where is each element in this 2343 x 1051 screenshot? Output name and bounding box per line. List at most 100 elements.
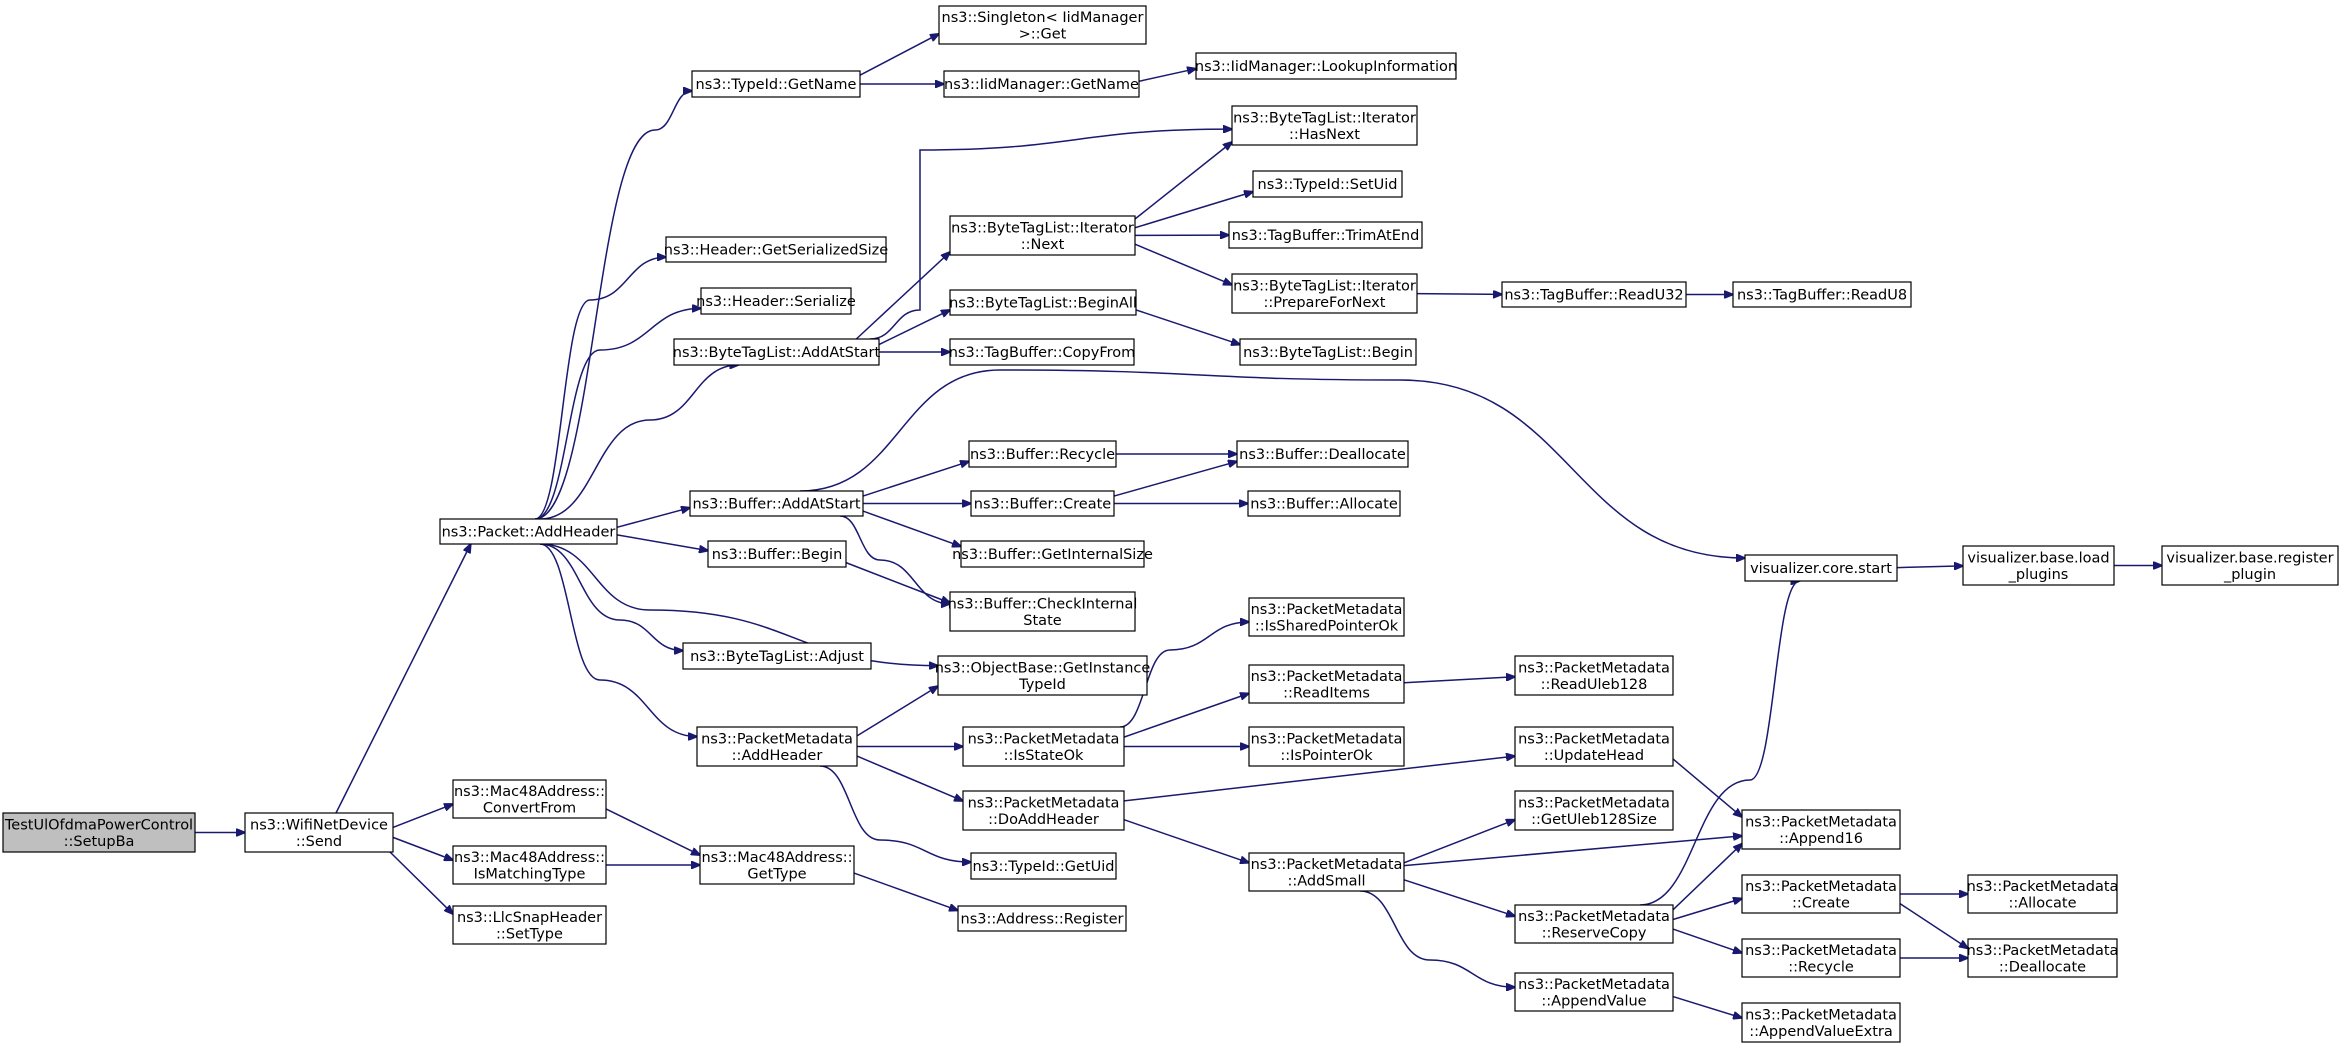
node-buf_dealloc[interactable]: ns3::Buffer::Deallocate (1236, 440, 1409, 468)
node-lookupinfo[interactable]: ns3::IidManager::LookupInformation (1195, 52, 1457, 80)
node-buf_recycle[interactable]: ns3::Buffer::Recycle (968, 440, 1117, 468)
node-getinternalsize[interactable]: ns3::Buffer::GetInternalSize (952, 540, 1153, 568)
node-box (1239, 338, 1417, 366)
node-buf_create[interactable]: ns3::Buffer::Create (970, 490, 1115, 517)
node-getuleb128size[interactable]: ns3::PacketMetadata::GetUleb128Size (1514, 790, 1674, 831)
node-setuid[interactable]: ns3::TypeId::SetUid (1252, 170, 1403, 198)
node-ismatching[interactable]: ns3::Mac48Address::IsMatchingType (452, 845, 607, 885)
node-it_next[interactable]: ns3::ByteTagList::Iterator::Next (949, 215, 1136, 256)
node-pm_recycle[interactable]: ns3::PacketMetadata::Recycle (1741, 938, 1901, 978)
node-label: ns3::ByteTagList::Iterator (1233, 278, 1416, 294)
edge-pm_create-to-pm_dealloc (1899, 902, 1968, 949)
edge-send-to-settype (389, 851, 453, 914)
node-appendvalue[interactable]: ns3::PacketMetadata::AppendValue (1514, 972, 1674, 1012)
node-label: ns3::Buffer::Create (974, 497, 1112, 513)
node-label: ns3::Address::Register (961, 912, 1124, 928)
node-label: ns3::PacketMetadata (1518, 731, 1670, 747)
node-issharedptrok[interactable]: ns3::PacketMetadata::IsSharedPointerOk (1248, 597, 1405, 637)
node-label: ::Deallocate (1999, 959, 2086, 975)
node-settype[interactable]: ns3::LlcSnapHeader::SetType (452, 905, 607, 945)
node-readuleb[interactable]: ns3::PacketMetadata::ReadUleb128 (1514, 655, 1674, 696)
node-buf_alloc[interactable]: ns3::Buffer::Allocate (1247, 490, 1401, 517)
node-label: ns3::LlcSnapHeader (457, 910, 602, 926)
node-prepfornext[interactable]: ns3::ByteTagList::Iterator::PrepareForNe… (1231, 273, 1418, 314)
node-label: ns3::PacketMetadata (1518, 660, 1670, 676)
node-singleton_get[interactable]: ns3::Singleton< IidManager >::Get (938, 5, 1147, 45)
node-register[interactable]: ns3::Address::Register (957, 905, 1127, 932)
node-label: State (1023, 613, 1061, 629)
node-label: ::DoAddHeader (988, 812, 1099, 828)
node-convertfrom[interactable]: ns3::Mac48Address::ConvertFrom (452, 779, 607, 819)
node-buf_addatstart[interactable]: ns3::Buffer::AddAtStart (689, 490, 864, 517)
node-label: ::Append16 (1779, 831, 1863, 847)
node-box (970, 852, 1117, 880)
node-reservecopy[interactable]: ns3::PacketMetadata::ReserveCopy (1514, 904, 1674, 944)
node-box (689, 490, 864, 517)
node-addsmall[interactable]: ns3::PacketMetadata::AddSmall (1248, 852, 1405, 892)
node-box (1252, 170, 1403, 198)
edge-pm_addheader-to-typeid_getuid (819, 765, 971, 862)
edge-reservecopy-to-viz_start (1639, 581, 1800, 906)
node-send[interactable]: ns3::WifiNetDevice::Send (244, 812, 394, 853)
node-typeid_getname[interactable]: ns3::TypeId::GetName (691, 70, 861, 98)
node-label: ns3::TagBuffer::ReadU8 (1737, 288, 1907, 304)
node-trimatend[interactable]: ns3::TagBuffer::TrimAtEnd (1228, 221, 1423, 249)
edge-it_next-to-it_hasnext (1134, 142, 1232, 220)
node-typeid_getuid[interactable]: ns3::TypeId::GetUid (970, 852, 1117, 880)
node-getserializedsize[interactable]: ns3::Header::GetSerializedSize (664, 236, 889, 263)
node-box (1514, 726, 1674, 767)
node-label: ::AddHeader (732, 748, 823, 764)
node-pm_addheader[interactable]: ns3::PacketMetadata::AddHeader (696, 726, 858, 767)
node-pm_allocate[interactable]: ns3::PacketMetadata::Allocate (1967, 874, 2119, 914)
node-copyfrom[interactable]: ns3::TagBuffer::CopyFrom (949, 338, 1136, 366)
node-readu32[interactable]: ns3::TagBuffer::ReadU32 (1501, 281, 1687, 308)
node-box (1231, 273, 1418, 314)
node-box (452, 845, 607, 885)
node-appendvalueextra[interactable]: ns3::PacketMetadata::AppendValueExtra (1741, 1002, 1901, 1043)
node-label: ::Next (1021, 237, 1065, 253)
edge-btl_addatstart-to-it_next (855, 252, 950, 340)
node-append16[interactable]: ns3::PacketMetadata::Append16 (1741, 809, 1901, 850)
node-readitems[interactable]: ns3::PacketMetadata::ReadItems (1248, 664, 1405, 704)
node-iid_getname[interactable]: ns3::IidManager::GetName (943, 70, 1140, 98)
node-box (938, 5, 1147, 45)
node-addheader[interactable]: ns3::Packet::AddHeader (439, 518, 618, 545)
node-beginall[interactable]: ns3::ByteTagList::BeginAll (949, 289, 1137, 316)
node-updatehead[interactable]: ns3::PacketMetadata::UpdateHead (1514, 726, 1674, 767)
node-label: ns3::ByteTagList::BeginAll (949, 296, 1137, 312)
node-label: ::SetupBa (64, 834, 135, 850)
edge-readitems-to-readuleb (1403, 677, 1515, 684)
node-it_hasnext[interactable]: ns3::ByteTagList::Iterator::HasNext (1231, 105, 1418, 146)
node-buf_begin[interactable]: ns3::Buffer::Begin (707, 540, 847, 568)
node-pm_create[interactable]: ns3::PacketMetadata::Create (1741, 874, 1901, 914)
node-setupba[interactable]: TestUlOfdmaPowerControl::SetupBa (2, 812, 196, 853)
edge-layer (195, 34, 2162, 1018)
node-btl_begin[interactable]: ns3::ByteTagList::Begin (1239, 338, 1417, 366)
node-serialize[interactable]: ns3::Header::Serialize (696, 287, 856, 315)
edge-buf_create-to-buf_dealloc (1113, 461, 1237, 497)
node-ispointerok[interactable]: ns3::PacketMetadata::IsPointerOk (1248, 726, 1405, 767)
edge-addsmall-to-reservecopy (1403, 879, 1515, 916)
node-box (673, 338, 880, 366)
node-viz_start[interactable]: visualizer.core.start (1744, 554, 1898, 582)
node-viz_load[interactable]: visualizer.base.load_plugins (1962, 545, 2115, 586)
node-gettype[interactable]: ns3::Mac48Address::GetType (699, 845, 855, 885)
node-label: ns3::PacketMetadata (701, 731, 853, 747)
node-label: ::Send (296, 834, 342, 850)
node-doaddheader[interactable]: ns3::PacketMetadata::DoAddHeader (962, 790, 1125, 831)
edge-addheader-to-pm_addheader (539, 543, 697, 737)
node-viz_register[interactable]: visualizer.base.register_plugin (2161, 545, 2339, 586)
node-btl_adjust[interactable]: ns3::ByteTagList::Adjust (682, 642, 872, 670)
node-label: ns3::Buffer::Recycle (970, 447, 1115, 463)
node-btl_addatstart[interactable]: ns3::ByteTagList::AddAtStart (673, 338, 881, 366)
node-box (943, 70, 1140, 98)
node-box (665, 236, 887, 263)
node-box (949, 591, 1136, 632)
edge-addheader-to-btl_adjust (539, 543, 683, 651)
node-isstateok[interactable]: ns3::PacketMetadata::IsStateOk (962, 726, 1125, 767)
edge-send-to-ismatching (392, 836, 453, 860)
node-readu8[interactable]: ns3::TagBuffer::ReadU8 (1732, 281, 1912, 308)
node-pm_dealloc[interactable]: ns3::PacketMetadata::Deallocate (1967, 938, 2119, 978)
